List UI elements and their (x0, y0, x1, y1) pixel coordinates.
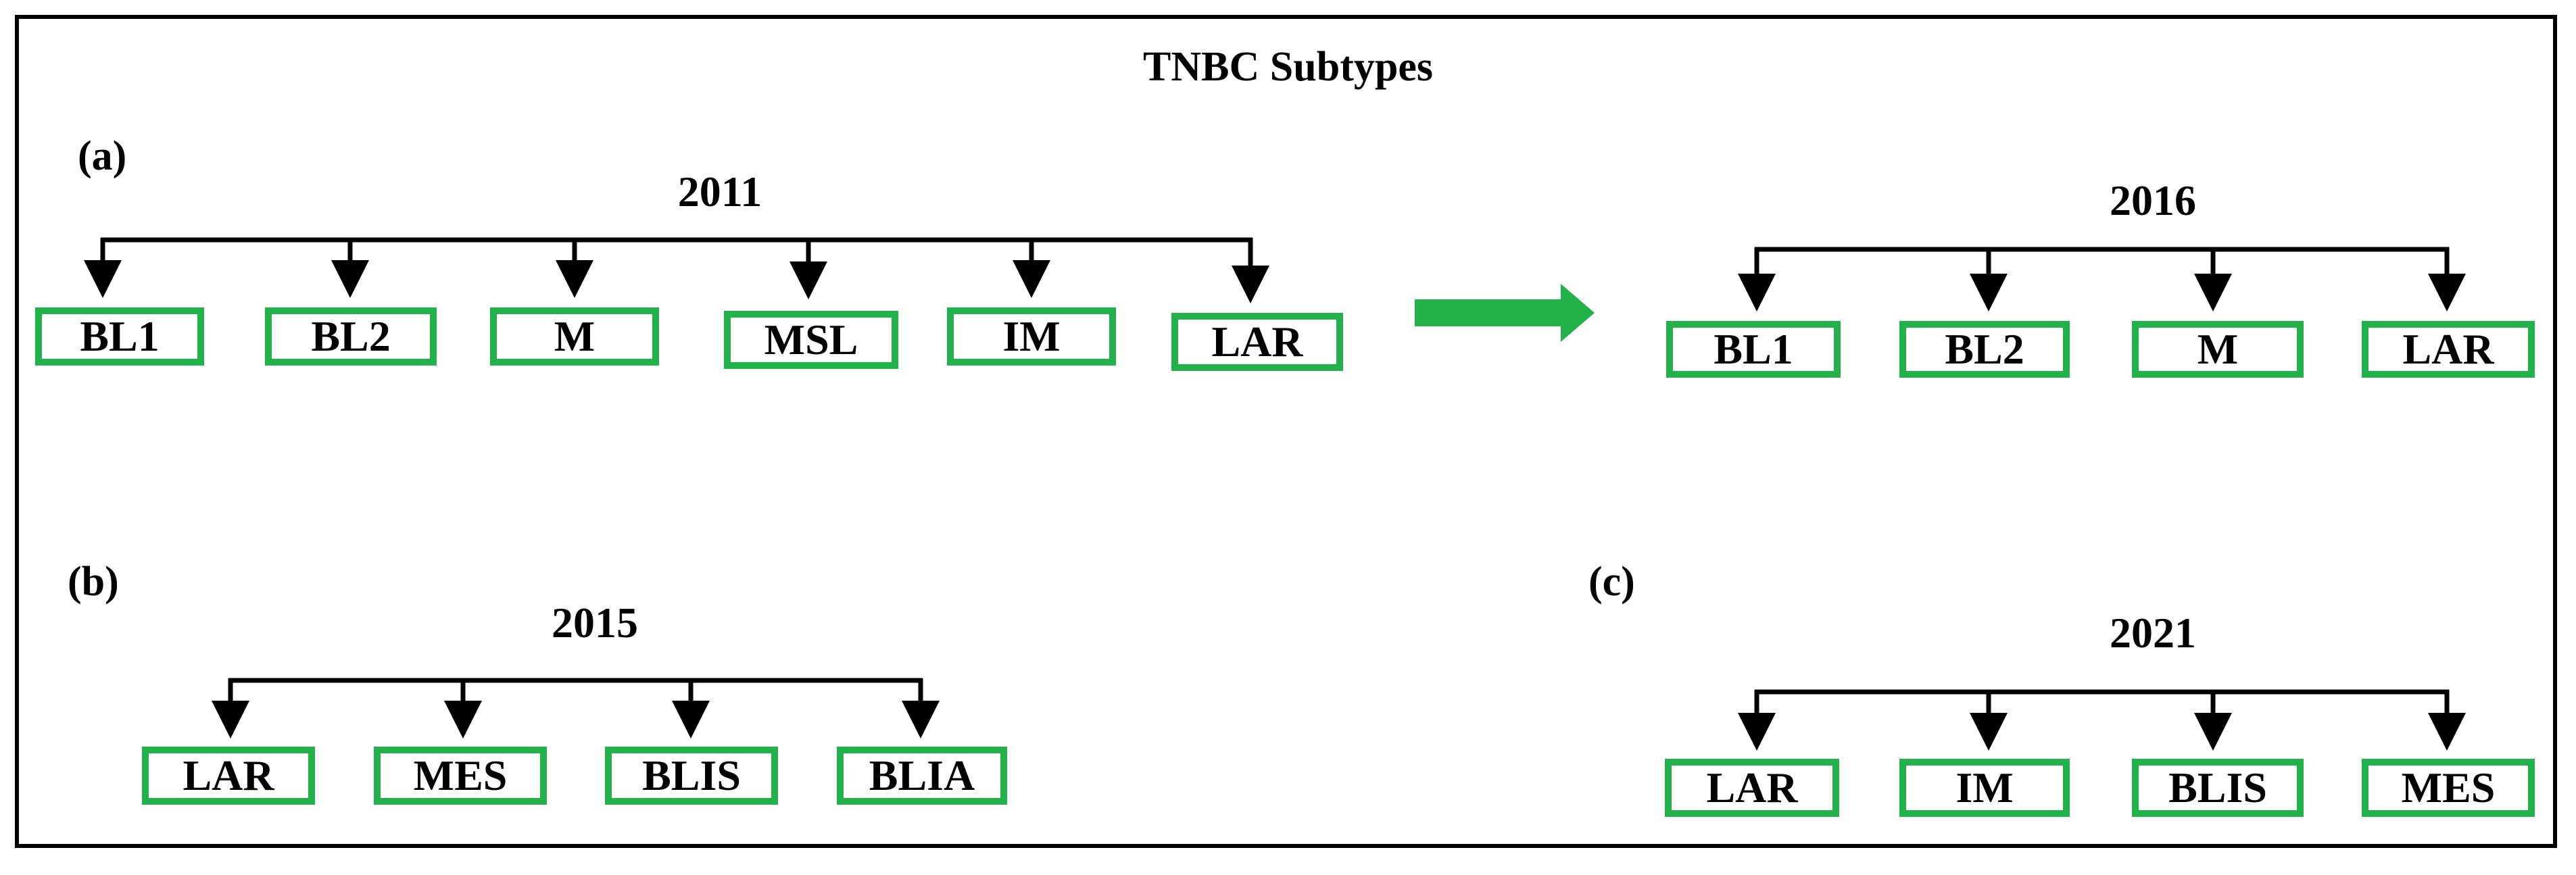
tree-bracket-2011 (84, 237, 1269, 303)
subtype-box-2016-bl2: BL2 (1899, 321, 2070, 378)
subtype-box-2015-blia: BLIA (837, 747, 1007, 805)
subtype-box-2016-bl1: BL1 (1666, 321, 1841, 378)
tree-bracket-2015 (212, 678, 940, 739)
subtype-box-2021-im: IM (1899, 759, 2070, 817)
subtype-box-2021-blis: BLIS (2132, 759, 2304, 817)
panel-c-label: (c) (1588, 559, 1635, 605)
year-label-2015: 2015 (552, 599, 638, 647)
subtype-box-2016-lar: LAR (2362, 321, 2535, 378)
year-label-2021: 2021 (2110, 609, 2196, 657)
transition-arrow-shaft (1415, 299, 1565, 326)
subtype-box-2021-lar: LAR (1665, 759, 1839, 817)
figure-title: TNBC Subtypes (1143, 44, 1433, 90)
subtype-box-2011-bl1: BL1 (35, 307, 204, 366)
subtype-box-2011-m: M (490, 307, 659, 366)
subtype-box-2011-bl2: BL2 (265, 307, 437, 366)
tree-bracket-2021 (1738, 689, 2466, 751)
subtype-box-2021-mes: MES (2362, 759, 2535, 817)
subtype-box-2011-lar: LAR (1171, 313, 1343, 371)
subtype-box-2016-m: M (2132, 321, 2304, 378)
subtype-box-2015-lar: LAR (142, 747, 315, 805)
transition-arrow-head (1561, 284, 1595, 342)
subtype-box-2011-im: IM (947, 307, 1116, 366)
subtype-box-2015-blis: BLIS (605, 747, 778, 805)
figure-border (15, 15, 2557, 848)
panel-b-label: (b) (68, 559, 119, 605)
panel-a-label: (a) (78, 133, 127, 179)
year-label-2016: 2016 (2110, 176, 2196, 224)
subtype-box-2015-mes: MES (374, 747, 547, 805)
year-label-2011: 2011 (677, 168, 762, 216)
tree-bracket-2016 (1738, 247, 2466, 311)
transition-arrow (1415, 284, 1595, 342)
subtype-box-2011-msl: MSL (724, 311, 898, 369)
